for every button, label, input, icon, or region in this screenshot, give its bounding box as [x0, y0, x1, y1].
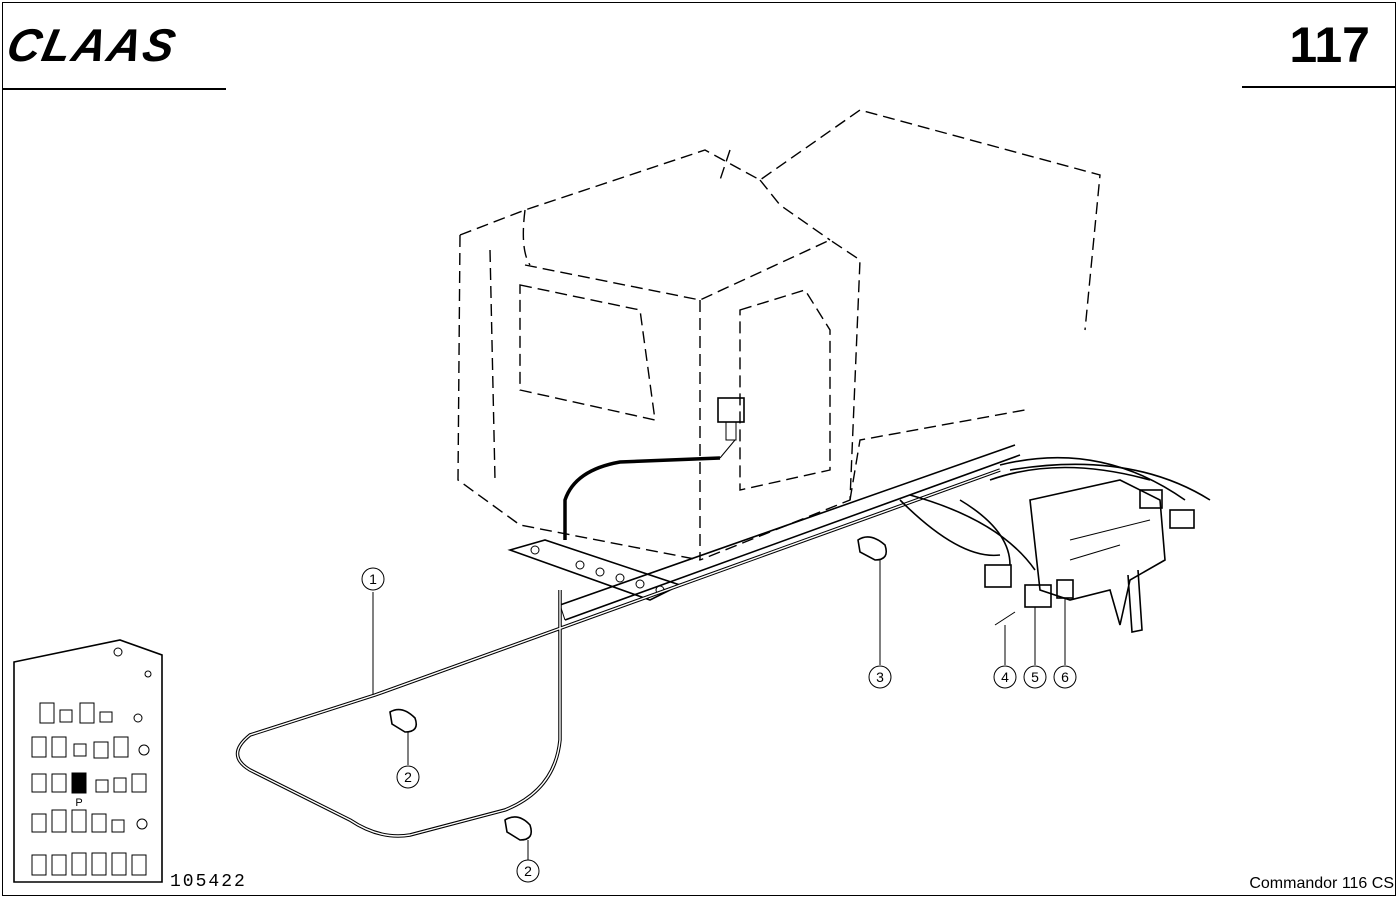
frame-beam [507, 444, 1021, 621]
callout-6: 6 [1053, 665, 1077, 689]
callout-label: 3 [876, 669, 884, 685]
locator-row-1 [39, 702, 143, 724]
callout-label: 1 [369, 571, 377, 587]
callout-label: 6 [1061, 669, 1069, 685]
callout-3: 3 [868, 665, 892, 689]
clamp-3 [857, 536, 888, 561]
callout-4: 4 [993, 665, 1017, 689]
clamp-2-lower [504, 816, 533, 841]
locator-row-2 [31, 736, 150, 759]
highlight-label: P [75, 797, 82, 809]
locator-row-5 [31, 852, 147, 876]
callout-5: 5 [1023, 665, 1047, 689]
callout-2b: 2 [516, 859, 540, 883]
highlighted-fuse [71, 772, 87, 794]
leader-lines [372, 560, 1066, 860]
drawing-number: 105422 [170, 872, 247, 892]
callout-1: 1 [361, 567, 385, 591]
callout-2a: 2 [396, 765, 420, 789]
header-rule-right [1242, 86, 1396, 88]
callout-label: 2 [524, 863, 532, 879]
locator-row-4 [31, 809, 148, 833]
locator-row-3: P [31, 772, 147, 809]
page-number: 117 [1289, 17, 1370, 73]
callout-label: 4 [1001, 669, 1009, 685]
cab-outline [457, 109, 1101, 561]
callout-label: 2 [404, 769, 412, 785]
clamp-2-upper [389, 708, 418, 733]
model-name: Commandor 116 CS [1249, 875, 1394, 892]
valve-block [899, 456, 1211, 633]
wiring-harness [235, 397, 1001, 838]
header-rule-left [2, 88, 226, 90]
locator-panel: P [13, 639, 163, 883]
callout-label: 5 [1031, 669, 1039, 685]
